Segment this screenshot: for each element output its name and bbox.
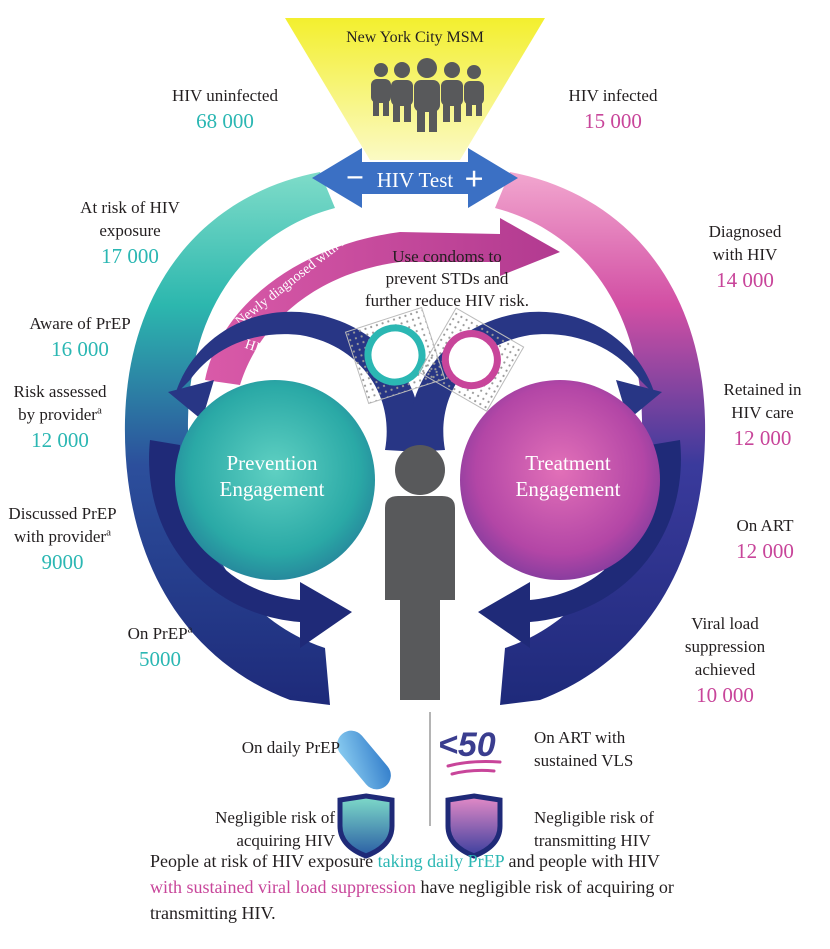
person-icon: [385, 445, 455, 700]
diagnosed-value: 14 000: [716, 268, 774, 292]
legend-art-line1: On ART with: [534, 728, 626, 747]
hiv-uninfected: HIV uninfected 68 000: [150, 84, 300, 135]
legend-trans-line1: Negligible risk of: [534, 808, 654, 827]
prevention-circle: [175, 380, 375, 580]
on-prep: On PrEPa 5000: [95, 622, 225, 673]
risk-assessed-line1: Risk assessed: [13, 382, 107, 401]
discussed-prep: Discussed PrEP with providera 9000: [0, 502, 125, 576]
right-outer-arc: [495, 172, 706, 705]
prevention-label-1: Prevention: [227, 451, 318, 475]
footer-text: People at risk of HIV exposure taking da…: [150, 848, 690, 926]
vls-line2: suppression: [684, 637, 766, 656]
retained-line1: Retained in: [723, 380, 802, 399]
legend-acq-line2: acquiring HIV: [236, 831, 335, 850]
vls-value: 10 000: [696, 683, 754, 707]
shield-pink-icon: [445, 793, 503, 859]
footer-part4: with sustained viral load suppression: [150, 877, 416, 897]
at-risk-line1: At risk of HIV: [80, 198, 180, 217]
legend-trans-line2: transmitting HIV: [534, 831, 651, 850]
on-prep-value: 5000: [139, 647, 181, 671]
at-risk-value: 17 000: [101, 244, 159, 268]
hiv-infected-value: 15 000: [584, 109, 642, 133]
aware-label: Aware of PrEP: [29, 314, 131, 333]
risk-assessed: Risk assessed by providera 12 000: [0, 380, 120, 454]
legend-acq-line1: Negligible risk of: [215, 808, 335, 827]
footer-part2: taking daily PrEP: [377, 851, 504, 871]
hiv-infected-label: HIV infected: [568, 86, 658, 105]
legend-art-vls: On ART with sustained VLS: [534, 726, 674, 772]
retained-in-care: Retained in HIV care 12 000: [700, 378, 825, 452]
vls-line3: achieved: [694, 660, 756, 679]
condoms-text-1: Use condoms to: [392, 247, 502, 266]
shield-teal-icon: [337, 793, 395, 859]
hiv-uninfected-value: 68 000: [196, 109, 254, 133]
retained-line2: HIV care: [731, 403, 794, 422]
condom-teal-icon: [344, 306, 446, 405]
on-art: On ART 12 000: [705, 514, 825, 565]
newly-diagnosed-arrow: [205, 218, 560, 385]
prevention-label-2: Engagement: [220, 477, 325, 501]
at-risk-line2: exposure: [99, 221, 161, 240]
pill-icon: [337, 730, 391, 790]
condom-pink-icon: [418, 307, 525, 412]
on-prep-sup: a: [187, 623, 193, 636]
diagnosed-line2: with HIV: [712, 245, 778, 264]
plus-sign: +: [464, 161, 483, 198]
vls-line1: Viral load: [691, 614, 759, 633]
hiv-test-label: HIV Test: [377, 168, 454, 192]
treatment-circle: [460, 380, 660, 580]
at-risk: At risk of HIV exposure 17 000: [60, 196, 200, 270]
discussed-line2: with provider: [14, 527, 107, 546]
legend-daily-prep: On daily PrEP: [241, 738, 340, 757]
hiv-test-arrow: [312, 148, 518, 208]
risk-assessed-sup: a: [96, 404, 102, 417]
treatment-label-1: Treatment: [525, 451, 611, 475]
treatment-label-2: Engagement: [516, 477, 621, 501]
condoms-text-3: further reduce HIV risk.: [365, 291, 529, 310]
viral-load-suppression: Viral load suppression achieved 10 000: [660, 612, 790, 709]
on-prep-label: On PrEP: [127, 624, 188, 643]
legend-negligible-transmitting: Negligible risk of transmitting HIV: [534, 806, 684, 852]
discussed-value: 9000: [41, 550, 84, 574]
hiv-infected: HIV infected 15 000: [538, 84, 688, 135]
treatment-ring-lower: [478, 440, 681, 648]
lt50-badge: <50: [438, 726, 496, 764]
footer-part1: People at risk of HIV exposure: [150, 851, 378, 871]
hiv-uninfected-label: HIV uninfected: [172, 86, 278, 105]
legend-negligible-acquiring: Negligible risk of acquiring HIV: [190, 806, 335, 852]
minus-sign: −: [346, 159, 364, 195]
hiv-sti-testing-label: HIV/STI Testing: [243, 337, 337, 380]
diagnosed: Diagnosed with HIV 14 000: [680, 220, 810, 294]
retained-value: 12 000: [733, 426, 792, 450]
footer-part3: and people with HIV: [503, 851, 660, 871]
people-group-icon: [371, 58, 484, 132]
prevention-ring-lower: [149, 440, 352, 648]
discussed-sup: a: [106, 526, 111, 539]
lt50-underline: [446, 760, 502, 776]
legend-art-line2: sustained VLS: [534, 751, 634, 770]
diagnosed-line1: Diagnosed: [708, 222, 782, 241]
msm-title: New York City MSM: [346, 29, 484, 46]
risk-assessed-value: 12 000: [31, 428, 89, 452]
on-art-value: 12 000: [736, 539, 794, 563]
footer-part5: have negligible risk of acquiring or tra…: [150, 877, 674, 923]
on-art-label: On ART: [736, 516, 794, 535]
left-outer-arc: [124, 172, 335, 705]
risk-assessed-line2: by provider: [18, 405, 97, 424]
discussed-line1: Discussed PrEP: [8, 504, 117, 523]
condoms-text-2: prevent STDs and: [386, 269, 509, 288]
prevention-ring-arrow-top: [168, 380, 214, 420]
aware-of-prep: Aware of PrEP 16 000: [10, 312, 150, 363]
aware-value: 16 000: [51, 337, 109, 361]
